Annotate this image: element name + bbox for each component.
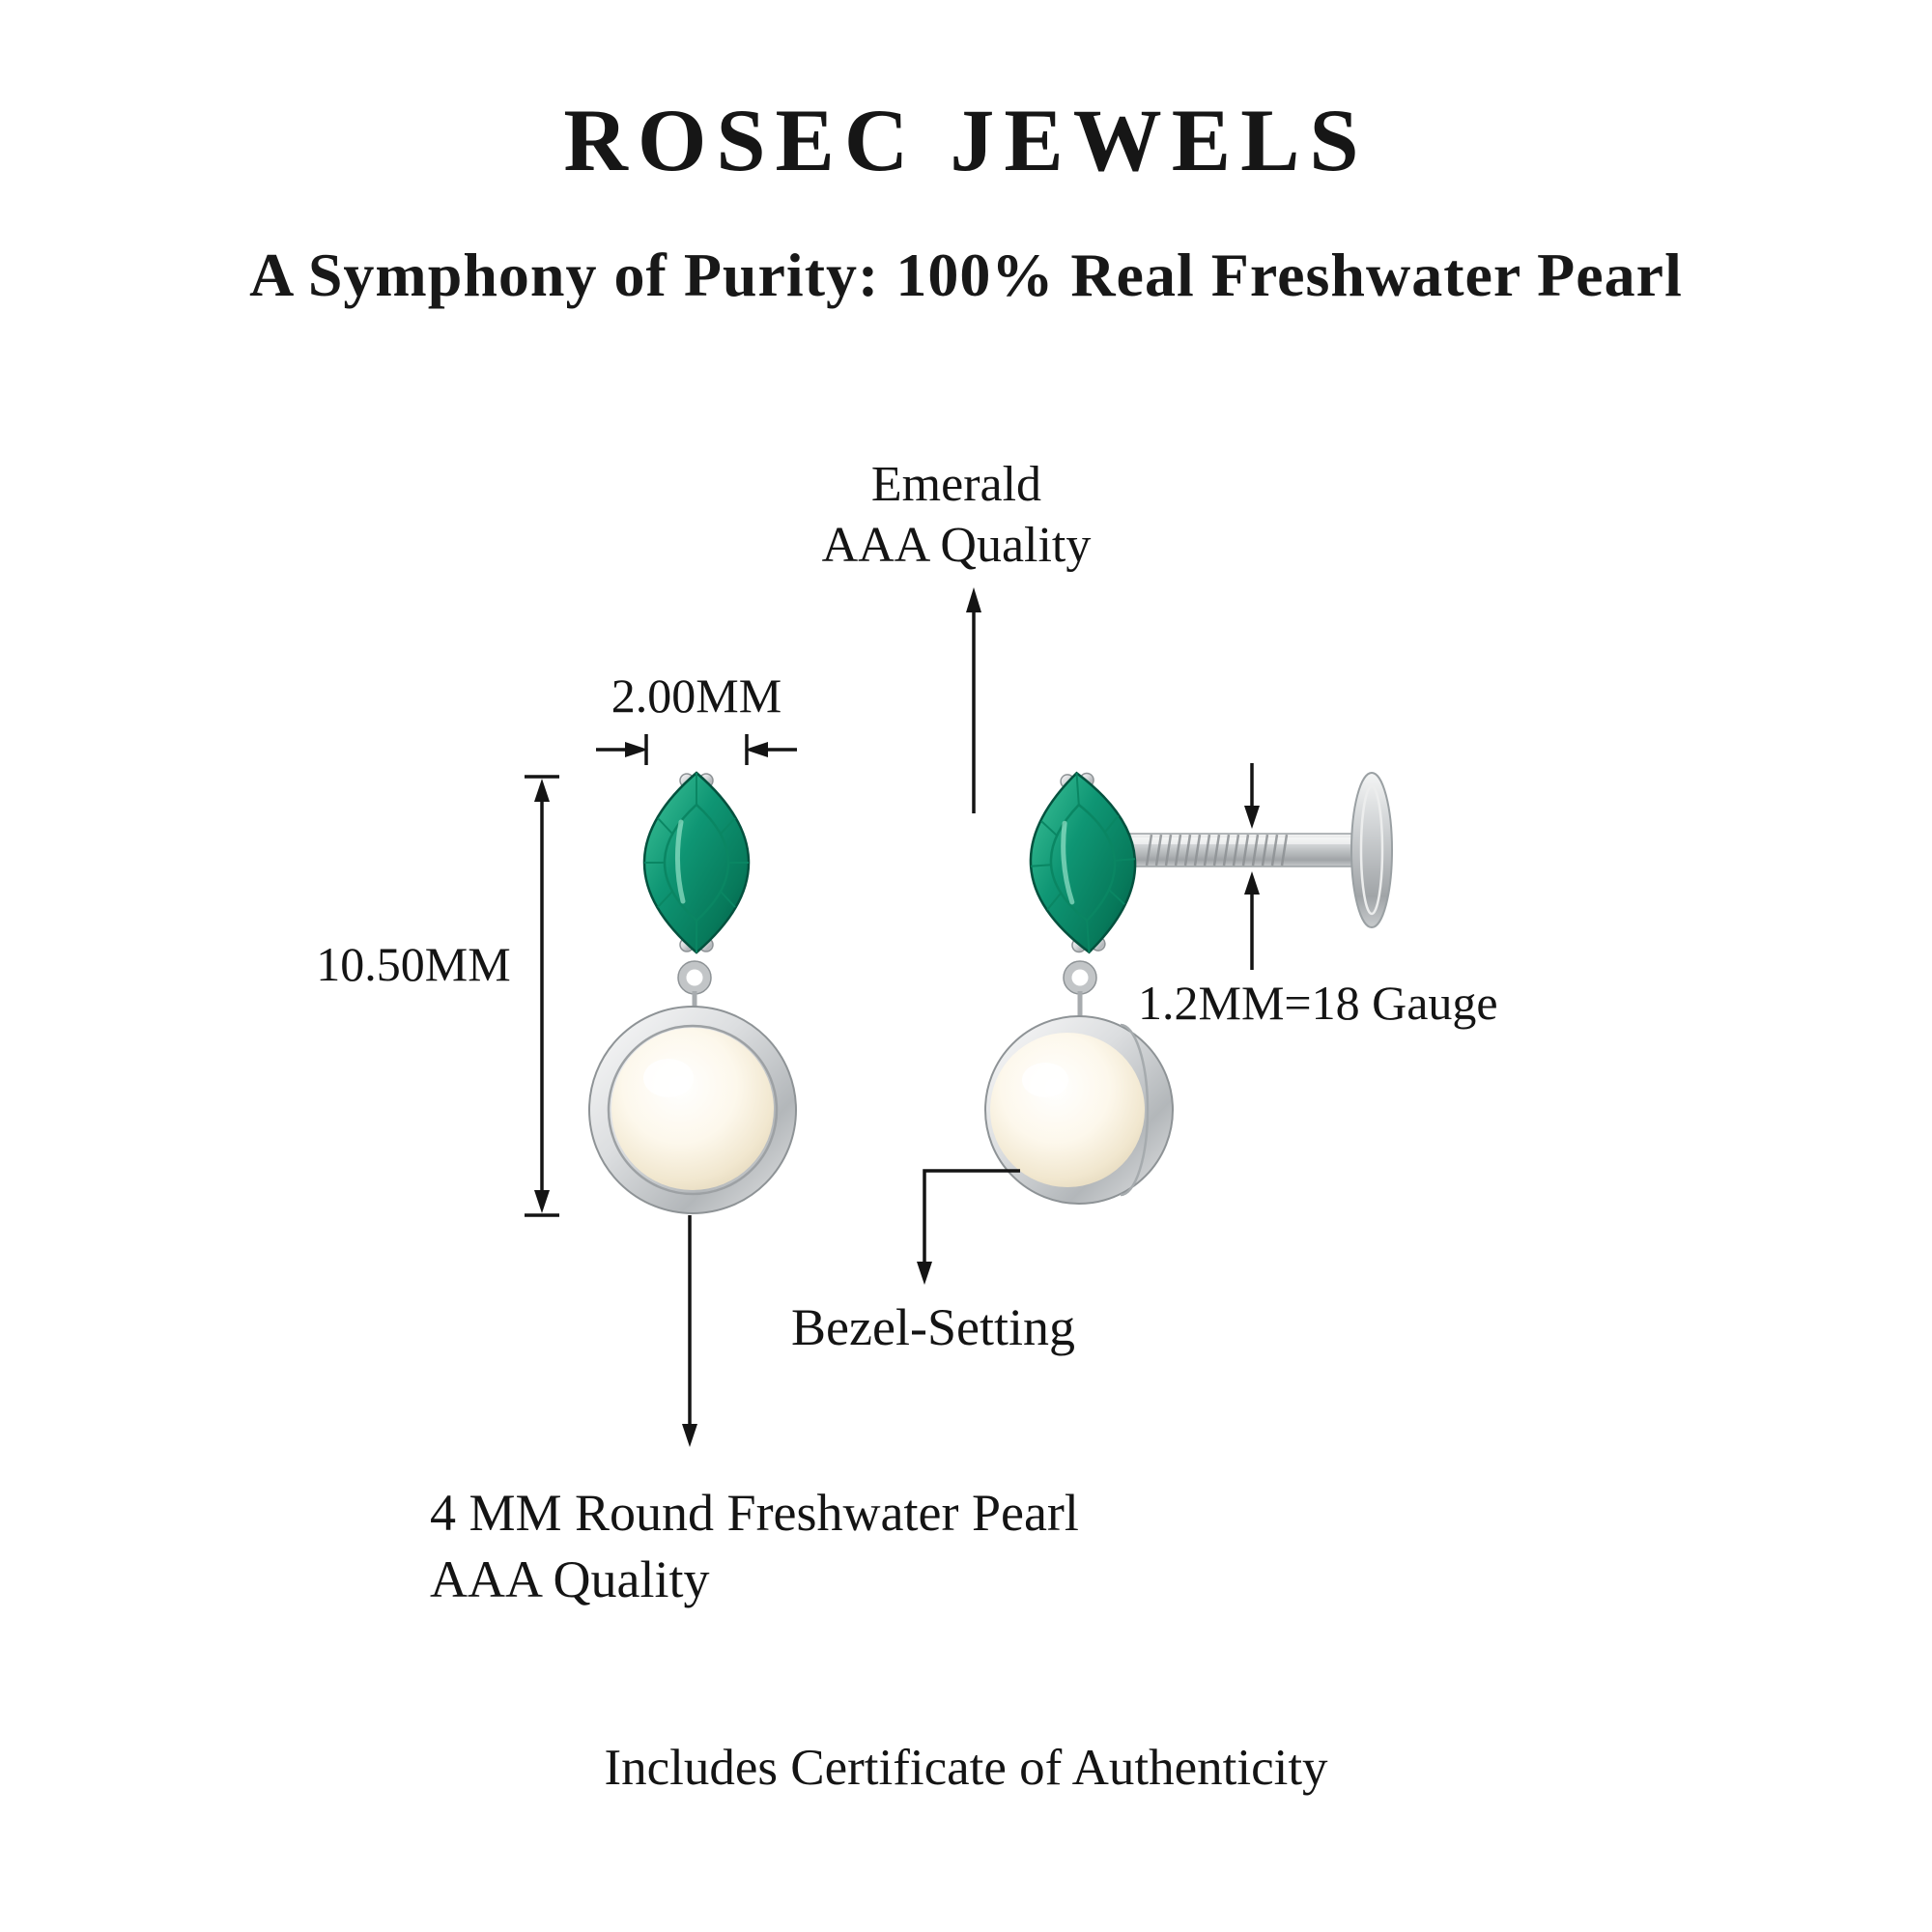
gem-width-dimension	[596, 734, 797, 765]
post-gauge-dimension	[1244, 763, 1260, 970]
brand-title: ROSEC JEWELS	[563, 91, 1369, 189]
pearl-callout-line2: AAA Quality	[430, 1550, 710, 1609]
connector-loop-front	[677, 960, 712, 1010]
emerald-callout: Emerald AAA Quality	[744, 454, 1169, 577]
emerald-gem-side	[1025, 769, 1142, 955]
connector-loop-side	[1063, 960, 1097, 1022]
post-threads	[1145, 834, 1289, 867]
emerald-gem-front	[644, 773, 749, 952]
pearl-bezel-front	[588, 1006, 797, 1214]
certificate-note: Includes Certificate of Authenticity	[604, 1740, 1328, 1796]
bezel-setting-label: Bezel-Setting	[791, 1298, 1075, 1356]
gem-width-label: 2.00MM	[611, 668, 782, 723]
pearl-front	[611, 1028, 774, 1190]
post-gauge-label: 1.2MM=18 Gauge	[1138, 976, 1498, 1030]
tagline: A Symphony of Purity: 100% Real Freshwat…	[249, 241, 1683, 309]
pearl-bezel-side	[984, 1015, 1174, 1205]
bezel-pointer-arrow	[917, 1169, 1020, 1285]
emerald-callout-line2: AAA Quality	[821, 518, 1092, 574]
drop-height-dimension	[525, 775, 559, 1217]
drop-height-label: 10.50MM	[316, 937, 511, 991]
pearl-callout: 4 MM Round Freshwater Pearl AAA Quality	[430, 1480, 1079, 1613]
labret-post	[1110, 833, 1355, 867]
pearl-pointer-arrow	[682, 1215, 697, 1447]
emerald-callout-line1: Emerald	[870, 457, 1042, 512]
pearl-side	[990, 1033, 1145, 1187]
labret-disc	[1350, 772, 1393, 928]
earring-front-view	[588, 773, 797, 1214]
earring-side-view	[984, 769, 1393, 1205]
emerald-pointer-arrow	[966, 587, 981, 813]
pearl-callout-line1: 4 MM Round Freshwater Pearl	[430, 1484, 1079, 1542]
